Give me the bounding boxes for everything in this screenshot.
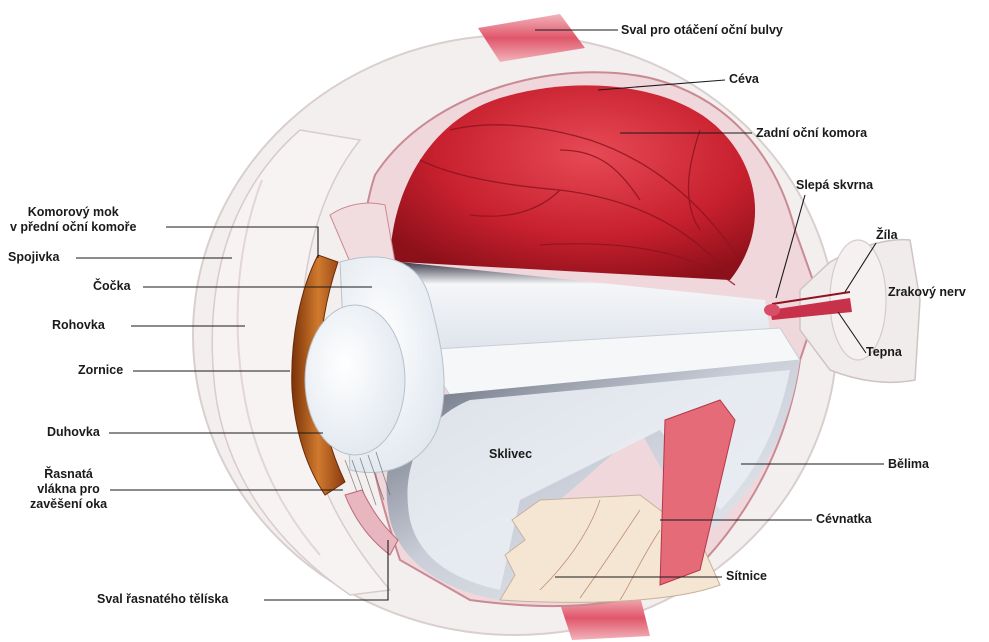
label-sval-otaceni: Sval pro otáčení oční bulvy: [621, 23, 783, 38]
label-slepa-skvrna: Slepá skvrna: [796, 178, 873, 193]
label-duhovka: Duhovka: [47, 425, 100, 440]
label-sitnice: Sítnice: [726, 569, 767, 584]
label-cocka: Čočka: [93, 279, 131, 294]
label-zadni-komora: Zadní oční komora: [756, 126, 867, 141]
label-cevnatka: Cévnatka: [816, 512, 872, 527]
label-belima: Bělima: [888, 457, 929, 472]
label-zrakovy-nerv: Zrakový nerv: [888, 285, 966, 300]
label-sval-rasnateho: Sval řasnatého tělíska: [97, 592, 228, 607]
label-sklivec: Sklivec: [489, 447, 532, 462]
label-rasnata-vlakna: Řasnatá vlákna pro zavěšení oka: [30, 467, 107, 512]
label-spojivka: Spojivka: [8, 250, 59, 265]
label-ceva: Céva: [729, 72, 759, 87]
label-tepna: Tepna: [866, 345, 902, 360]
label-zornice: Zornice: [78, 363, 123, 378]
label-zila: Žíla: [876, 228, 898, 243]
label-rohovka: Rohovka: [52, 318, 105, 333]
label-komorovy-mok: Komorový mok v přední oční komoře: [10, 205, 136, 235]
